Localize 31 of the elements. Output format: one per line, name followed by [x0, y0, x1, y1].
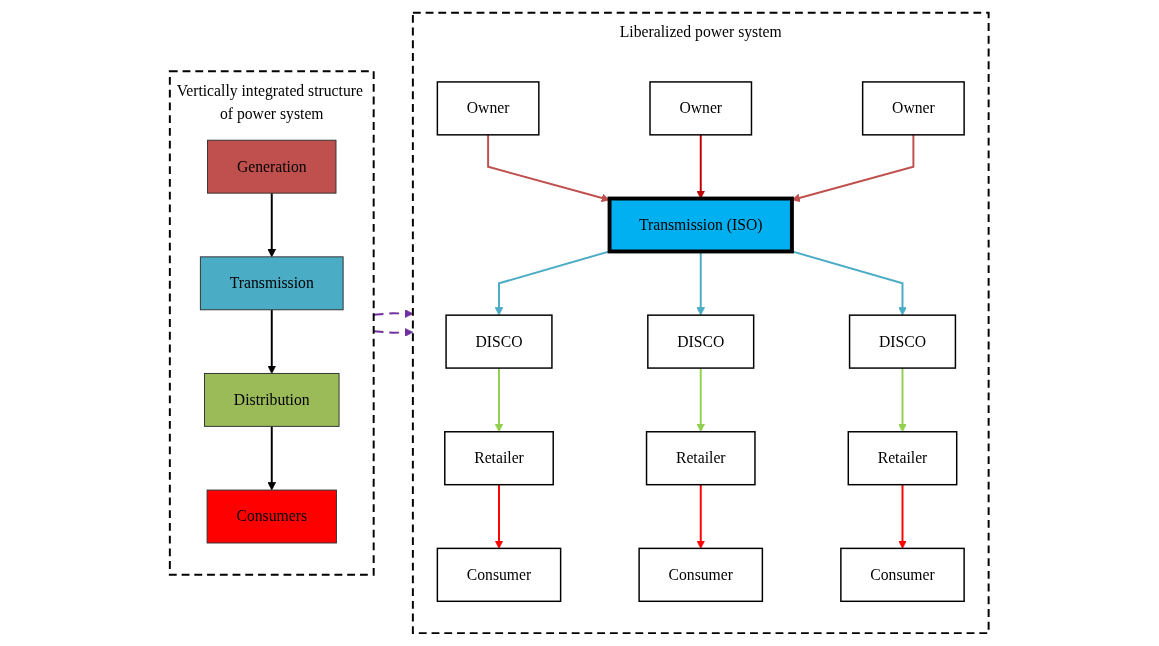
node-box: DISCO [849, 314, 957, 369]
arrow [487, 133, 611, 203]
arrow [267, 308, 277, 374]
arrow [267, 192, 277, 258]
node-box: Owner [436, 81, 540, 136]
node-box: Consumers [206, 489, 338, 544]
arrow [267, 425, 277, 491]
node-box: Distribution [204, 372, 340, 427]
node-box: Retailer [847, 431, 958, 486]
node-box: Consumer [840, 547, 966, 603]
arrow [696, 367, 706, 433]
node-box: Consumer [638, 547, 764, 603]
arrow [696, 483, 706, 549]
node-box: Owner [862, 81, 966, 136]
node-box: Retailer [444, 431, 555, 486]
node-box: Owner [649, 81, 753, 136]
node-box: Generation [207, 139, 337, 194]
arrow [494, 483, 504, 549]
arrow [791, 250, 908, 316]
arrow [898, 483, 908, 549]
node-box: Transmission (ISO) [607, 196, 795, 254]
node-box: Transmission [200, 256, 344, 311]
arrow [696, 133, 706, 199]
node-box: DISCO [647, 314, 755, 369]
arrow [898, 367, 908, 433]
node-box: DISCO [445, 314, 553, 369]
arrow [494, 250, 611, 316]
node-box: Consumer [436, 547, 562, 603]
node-box: Retailer [646, 431, 756, 486]
arrow [494, 367, 504, 433]
arrow [791, 133, 915, 203]
